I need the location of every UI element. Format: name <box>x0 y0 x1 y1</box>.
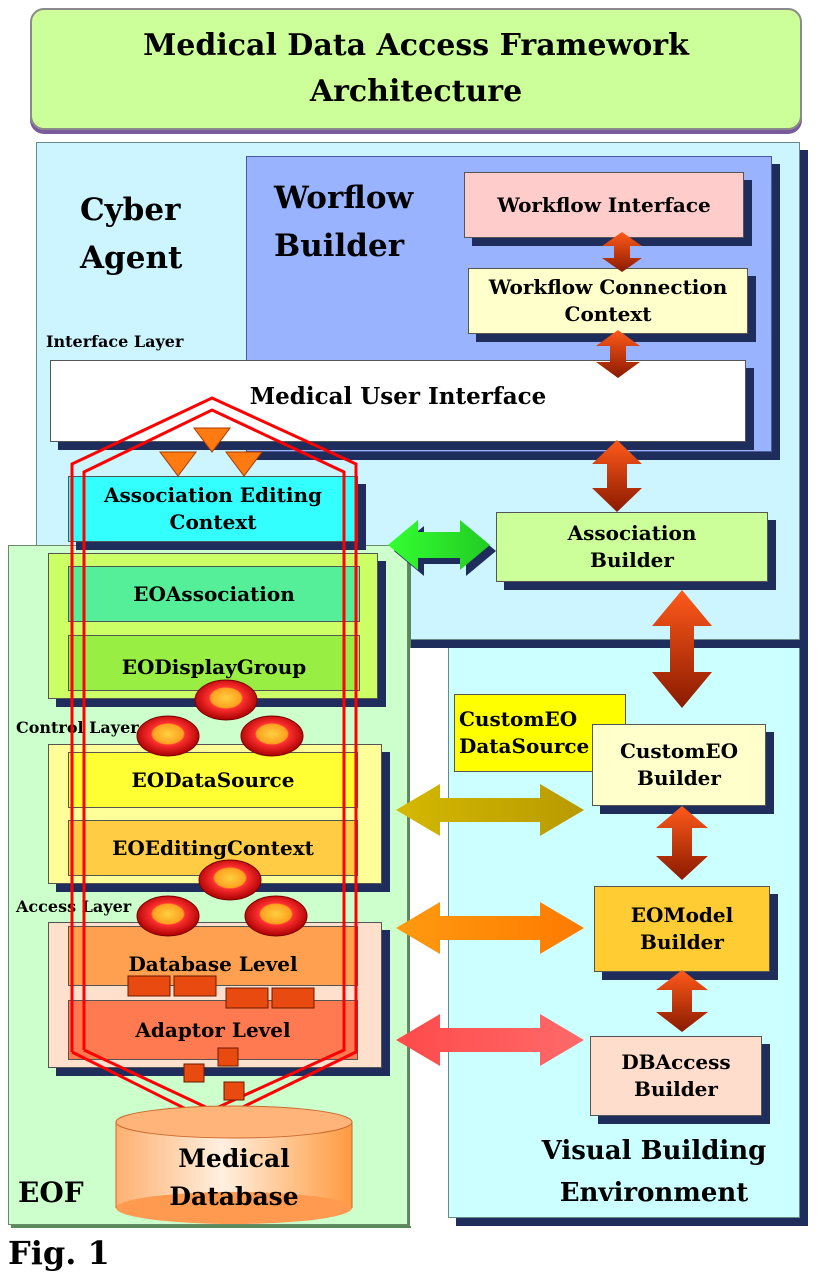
association-builder-box: Association Builder <box>496 512 768 582</box>
arrow-user-interface-to-association-builder <box>592 440 642 512</box>
eo-model-builder-box: EOModel Builder <box>594 886 770 972</box>
workflow-interface-box: Workflow Interface <box>464 172 744 238</box>
title-line-2: Architecture <box>309 74 523 109</box>
association-editing-context-box: Association Editing Context <box>68 476 358 542</box>
arrow-connection-to-user-interface <box>596 330 640 378</box>
connector-discs-control <box>136 679 304 757</box>
arrow-association-editing-to-builder <box>388 520 496 576</box>
custom-eo-builder-box: CustomEO Builder <box>592 724 766 806</box>
dbaccess-builder-box: DBAccess Builder <box>590 1036 762 1116</box>
figure-caption: Fig. 1 <box>8 1234 110 1272</box>
arrow-association-builder-to-custom-eo-builder <box>652 590 712 708</box>
medical-database-cylinder <box>115 1105 353 1224</box>
eo-association-box: EOAssociation <box>68 566 360 622</box>
eof-label: EOF <box>18 1176 84 1209</box>
access-layer-label: Access Layer <box>16 897 132 916</box>
medical-user-interface-box: Medical User Interface <box>50 360 746 442</box>
medical-database-label: Medical Database <box>169 1144 299 1211</box>
title-line-1: Medical Data Access Framework <box>143 27 689 63</box>
connector-blocks <box>127 975 315 1101</box>
interface-layer-label: Interface Layer <box>46 332 184 351</box>
workflow-builder-label: Worflow Builder <box>274 180 414 264</box>
funnel-arrowheads <box>159 427 263 477</box>
visual-building-environment-label: Visual Building Environment <box>541 1136 767 1208</box>
title-banner: Medical Data Access Framework Architectu… <box>30 8 802 130</box>
cyber-agent-label: Cyber Agent <box>80 192 183 276</box>
arrow-custom-eo-builder-to-eo-model-builder <box>656 806 708 880</box>
workflow-connection-context-box: Workflow Connection Context <box>468 268 748 334</box>
eo-datasource-box: EODataSource <box>68 752 358 808</box>
arrow-adaptor-level-to-dbaccess-builder <box>396 1014 584 1066</box>
connector-discs-access <box>136 859 308 937</box>
arrow-workflow-interface-to-connection <box>602 232 642 272</box>
arrow-database-level-to-eo-model-builder <box>396 902 584 954</box>
arrow-datasource-to-custom-eo-builder <box>396 784 584 836</box>
arrow-eo-model-builder-to-dbaccess-builder <box>656 970 708 1032</box>
control-layer-label: Control Layer <box>16 718 139 737</box>
data-flow-outline <box>70 396 358 1124</box>
